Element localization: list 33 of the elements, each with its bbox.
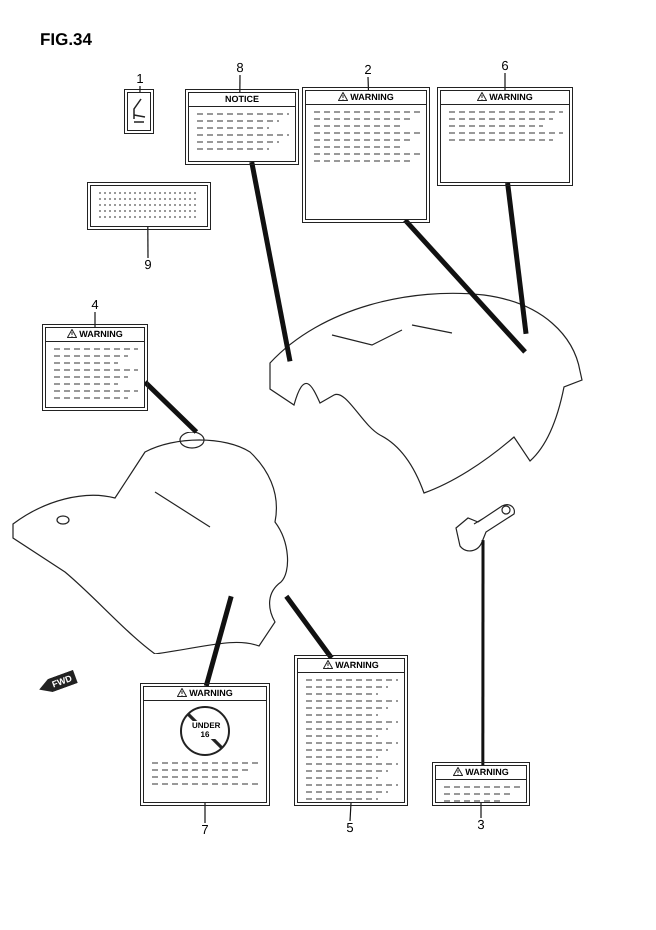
leader-line <box>147 227 149 258</box>
sticker-heading: WARNING <box>298 659 404 673</box>
leader-line <box>480 803 482 818</box>
leader-line <box>204 596 234 687</box>
leader-line <box>349 802 352 822</box>
sticker-heading: WARNING <box>436 766 526 780</box>
leader-line <box>204 803 206 823</box>
leader-line <box>249 162 292 362</box>
leader-line <box>505 182 529 334</box>
leader-line <box>284 594 334 660</box>
blank-sticker <box>127 92 151 131</box>
warning-sticker <box>143 686 267 803</box>
leader-line <box>143 380 198 434</box>
leader-line <box>403 218 527 354</box>
warning-sticker <box>45 327 145 408</box>
leader-line <box>139 86 141 92</box>
age-limit-text: UNDER 16 <box>192 721 218 739</box>
sticker-heading: WARNING <box>144 687 266 701</box>
sticker-heading: WARNING <box>306 91 426 105</box>
warning-sticker <box>188 92 296 162</box>
warning-sticker <box>435 765 527 803</box>
leader-line <box>94 312 96 327</box>
leader-line <box>481 540 485 765</box>
warning-sticker <box>305 90 427 220</box>
sticker-heading: WARNING <box>441 91 569 105</box>
sticker-heading: NOTICE <box>189 93 295 107</box>
sticker-heading: WARNING <box>46 328 144 342</box>
leader-line <box>367 76 370 90</box>
warning-sticker <box>297 658 405 803</box>
figure-title: FIG.34 <box>40 30 92 50</box>
leader-line <box>239 75 241 92</box>
leader-line <box>504 73 506 90</box>
warning-sticker <box>440 90 570 183</box>
